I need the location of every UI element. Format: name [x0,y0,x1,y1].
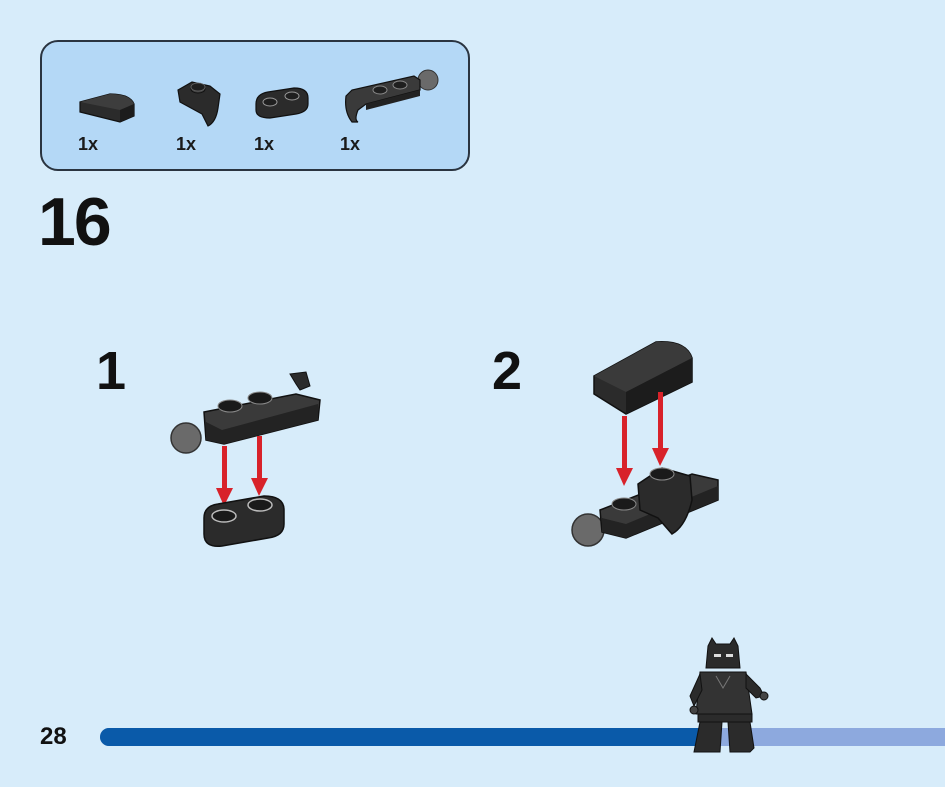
part-ball-clip-plate [336,66,439,136]
curved-slope-icon [79,93,135,123]
substep-1-illustration [170,371,321,547]
parts-list-callout: 1x 1x 1x 1x [40,40,470,171]
substep-number-2: 2 [492,341,523,401]
black-panther-minifig-icon [689,637,769,753]
part-round-plate [250,84,330,154]
substep-number-1: 1 [96,341,127,401]
part-curved-slope [76,88,156,158]
part-bracket [174,74,254,144]
red-arrow [216,436,268,506]
part-qty-3: 1x [254,134,275,154]
page-number: 28 [40,723,67,750]
part-qty-2: 1x [176,134,197,154]
red-arrow [616,392,669,486]
part-qty-1: 1x [78,134,99,154]
progress-bar [100,728,945,746]
bracket-icon [177,81,221,127]
step-number: 16 [38,184,112,260]
ball-joint [170,422,202,454]
ball-joint [571,513,605,547]
round-plate-icon [255,87,309,119]
part-qty-4: 1x [340,134,361,154]
ball-clip-plate-icon [345,69,439,123]
mudguard-bracket [637,467,693,535]
substep-2-illustration [571,341,719,547]
progress-fill [100,728,709,746]
